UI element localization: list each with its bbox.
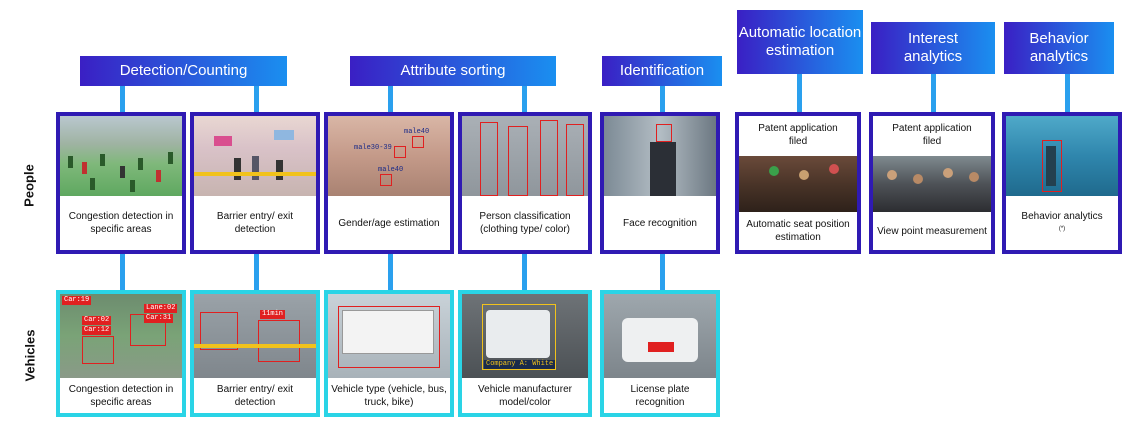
people-behavior-card: Behavior analytics (*) [1002, 112, 1122, 254]
people-viewpoint-card: Patent application filed View point meas… [869, 112, 995, 254]
crowd-plaza-image [60, 116, 182, 196]
person-box [480, 122, 498, 196]
vehicle-manufacturer-card: Company A: White Vehicle manufacturer mo… [458, 290, 592, 417]
header-label: Behavior analytics [1029, 30, 1089, 65]
card-caption: Person classification (clothing type/ co… [479, 211, 571, 235]
card-caption: Barrier entry/ exit detection [216, 211, 294, 235]
connector-line [522, 86, 527, 112]
connector-line [388, 254, 393, 290]
card-caption: License plate recognition [630, 383, 690, 408]
company-tag: Company A: White [484, 360, 556, 369]
card-caption: Vehicle manufacturer model/color [478, 383, 572, 408]
vehicle-type-card: Vehicle type (vehicle, bus, truck, bike) [324, 290, 454, 417]
age-tag: male30-39 [354, 144, 392, 152]
barrier-line [194, 344, 316, 348]
age-tag: male40 [378, 166, 404, 174]
header-label: Automatic location estimation [738, 24, 862, 59]
card-caption: Face recognition [623, 217, 697, 229]
person-box [566, 124, 584, 196]
vehicle-plate-card: License plate recognition [600, 290, 720, 417]
connector-line [254, 254, 259, 290]
count-tag: Car:12 [82, 326, 112, 335]
count-tag: Car:31 [144, 314, 174, 323]
time-tag: 11min [260, 310, 286, 319]
header-attribute-sorting: Attribute sorting [350, 56, 556, 86]
connector-line [120, 86, 125, 112]
people-congestion-card: Congestion detection in specific areas [56, 112, 186, 254]
vehicle-box [482, 304, 556, 370]
people-seat-card: Patent application filed Automatic seat … [735, 112, 861, 254]
white-car-image [604, 294, 716, 378]
header-behavior-analytics: Behavior analytics [1004, 22, 1114, 74]
vehicle-congestion-card: Car:19 Lane:02 Car:31 Car:02 Car:12 Cong… [56, 290, 186, 417]
card-caption: Barrier entry/ exit detection [216, 383, 294, 408]
header-location-estimation: Automatic location estimation [737, 10, 863, 74]
people-classification-card: Person classification (clothing type/ co… [458, 112, 592, 254]
pedestrians-image [462, 116, 588, 196]
vehicle-box [82, 336, 114, 364]
traffic-aerial-image: Car:19 Lane:02 Car:31 Car:02 Car:12 [60, 294, 182, 378]
header-identification: Identification [602, 56, 722, 86]
header-label: Detection/Counting [119, 62, 248, 79]
vehicle-box [200, 312, 238, 350]
caption-text: Behavior analytics [1021, 211, 1103, 222]
patent-note: Patent application filed [892, 123, 972, 147]
connector-line [660, 254, 665, 290]
onlookers-image [873, 156, 991, 212]
card-caption: View point measurement [877, 225, 987, 237]
card-caption: Vehicle type (vehicle, bus, truck, bike) [331, 383, 447, 408]
connector-line [120, 254, 125, 290]
connector-line [931, 74, 936, 112]
header-label: Identification [619, 62, 705, 79]
person-box [1042, 140, 1062, 192]
header-detection-counting: Detection/Counting [80, 56, 287, 86]
connector-line [1065, 74, 1070, 112]
connector-line [522, 254, 527, 290]
vehicle-barrier-card: 11min Barrier entry/ exit detection [190, 290, 320, 417]
header-label: Interest analytics [903, 30, 963, 65]
patent-note: Patent application filed [758, 123, 838, 147]
aquarium-image [1006, 116, 1118, 196]
road-cars-image: 11min [194, 294, 316, 378]
face-box [394, 146, 406, 158]
connector-line [660, 86, 665, 112]
connector-line [797, 74, 802, 112]
vehicle-box [338, 306, 440, 368]
count-tag: Car:19 [62, 296, 92, 305]
face-box [412, 136, 424, 148]
footnote-mark: (*) [1058, 226, 1066, 232]
connector-line [388, 86, 393, 112]
truck-image [328, 294, 450, 378]
card-caption: Gender/age estimation [338, 217, 440, 229]
count-tag: Car:02 [82, 316, 112, 325]
white-van-image: Company A: White [462, 294, 588, 378]
card-caption: Automatic seat position estimation [746, 219, 850, 243]
header-interest-analytics: Interest analytics [871, 22, 995, 74]
person-box [540, 120, 558, 196]
card-caption: Behavior analytics (*) [1006, 196, 1118, 250]
face-box [380, 174, 392, 186]
mall-corridor-image [194, 116, 316, 196]
header-label: Attribute sorting [400, 62, 506, 79]
people-face-card: Face recognition [600, 112, 720, 254]
audience-image [739, 156, 857, 212]
plate-box [648, 342, 674, 352]
man-platform-image [604, 116, 716, 196]
row-label-people: People [21, 164, 37, 207]
count-tag: Lane:02 [144, 304, 178, 313]
card-caption: Congestion detection in specific areas [68, 211, 174, 235]
barrier-line [194, 172, 316, 176]
connector-line [254, 86, 259, 112]
vehicle-box [258, 320, 300, 362]
street-crowd-image: male30-39 male40 male40 [328, 116, 450, 196]
people-gender-card: male30-39 male40 male40 Gender/age estim… [324, 112, 454, 254]
person-box [508, 126, 528, 196]
face-box [656, 124, 672, 142]
people-barrier-card: Barrier entry/ exit detection [190, 112, 320, 254]
age-tag: male40 [404, 128, 430, 136]
card-caption: Congestion detection in specific areas [68, 383, 174, 408]
row-label-vehicles: Vehicles [22, 329, 38, 382]
